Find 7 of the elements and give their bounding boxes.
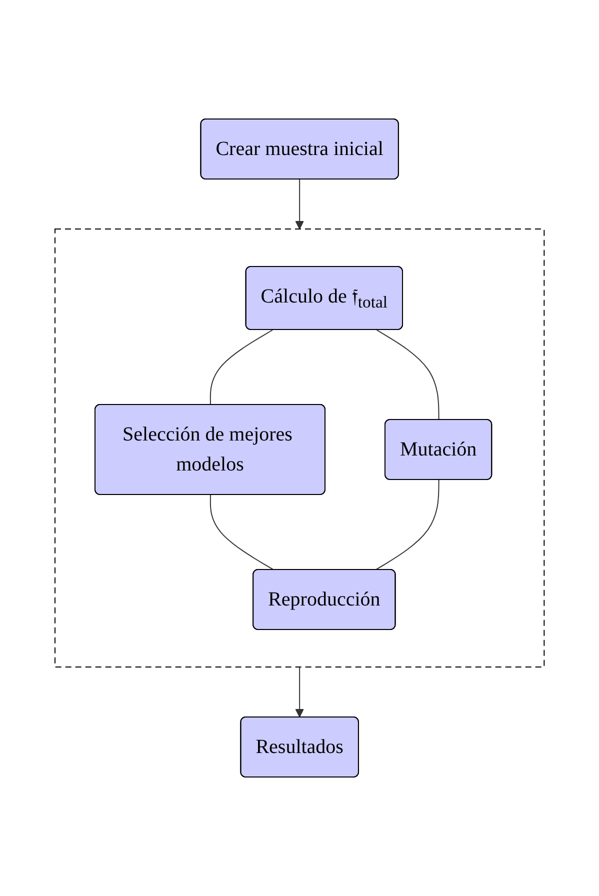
connector	[374, 480, 440, 570]
connector	[210, 330, 273, 406]
arrow	[295, 666, 304, 718]
connector	[376, 330, 440, 420]
cluster	[54, 228, 545, 668]
arrow	[295, 178, 304, 230]
connector	[210, 494, 274, 570]
